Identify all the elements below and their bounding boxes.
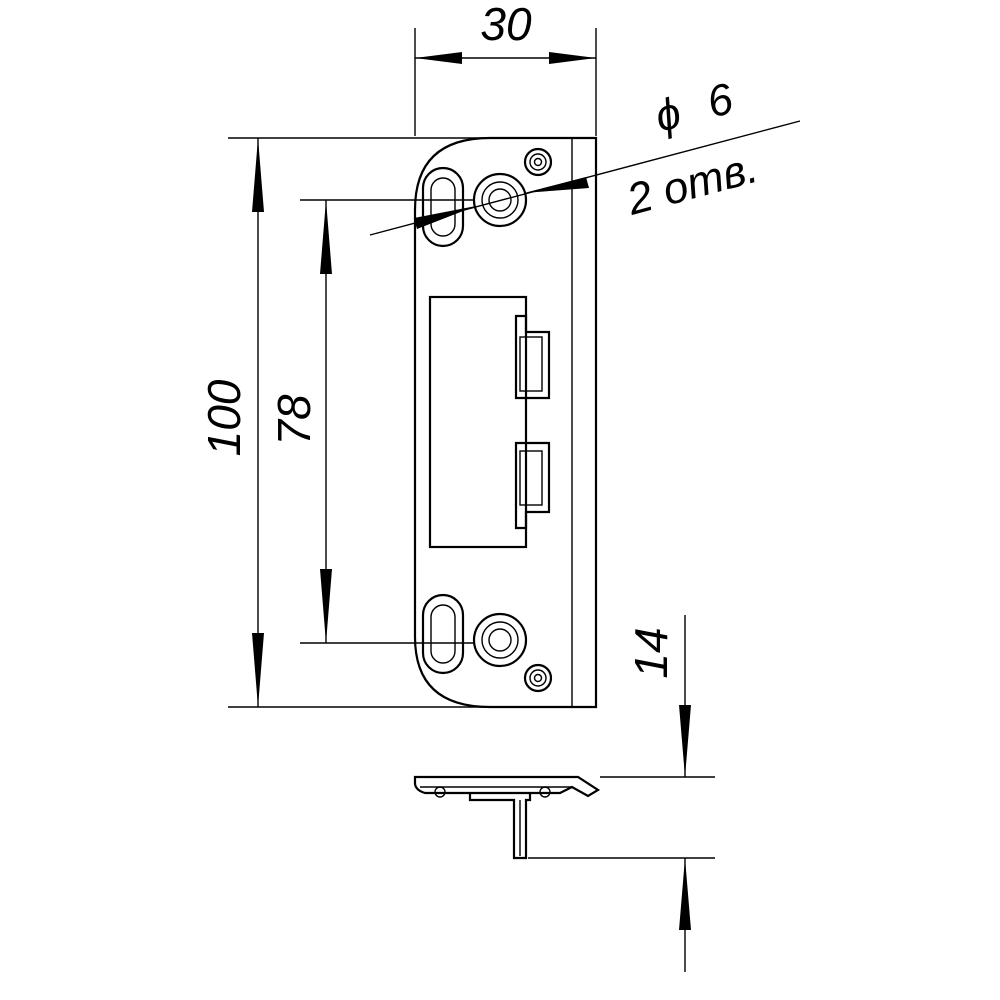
strike-plate-front-view — [413, 136, 598, 709]
side-plate-profile — [413, 775, 601, 798]
width-dimension-label: 30 — [480, 0, 532, 50]
bottom-screw-hole — [472, 612, 528, 668]
side-latch-tongue — [468, 793, 532, 860]
upper-latch-tab — [514, 314, 551, 400]
hole-spacing-label: 78 — [268, 394, 320, 446]
hole-spacing-dimension: 78 — [268, 199, 474, 644]
hole-quantity-note: 2 отв. — [621, 143, 763, 225]
top-rivet — [523, 147, 553, 177]
depth-dimension-label: 14 — [625, 627, 677, 678]
hole-diameter-symbol: ϕ — [650, 88, 686, 142]
latch-opening — [428, 295, 528, 549]
total-height-label: 100 — [198, 379, 250, 456]
bottom-slot — [421, 593, 465, 675]
strike-plate-side-view — [413, 775, 601, 860]
width-dimension: 30 — [414, 0, 597, 136]
hole-diameter-value: 6 — [702, 74, 739, 128]
total-height-dimension: 100 — [198, 137, 490, 708]
plate-outline — [413, 136, 598, 709]
top-slot — [421, 166, 465, 248]
lower-latch-tab — [514, 441, 551, 530]
bottom-rivet — [523, 663, 553, 693]
depth-dimension: 14 — [528, 615, 715, 972]
